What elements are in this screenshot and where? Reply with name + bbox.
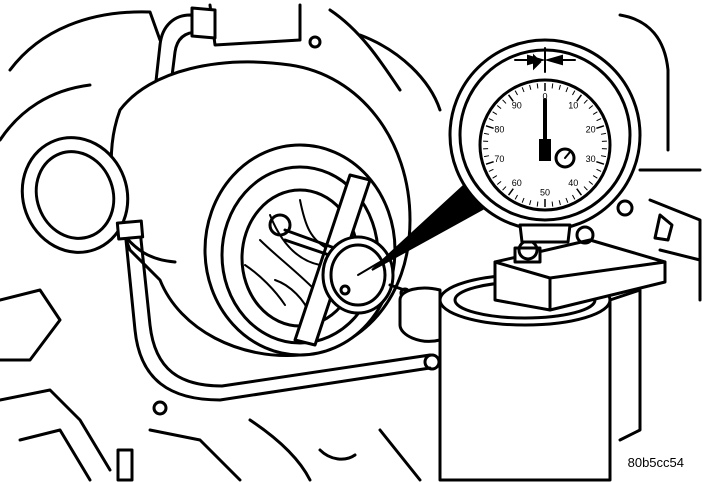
gauge-tick	[596, 160, 605, 165]
gauge-tick	[576, 188, 583, 196]
gauge-tick	[583, 99, 588, 104]
gauge-tick	[565, 87, 569, 93]
gauge-tick	[507, 94, 514, 102]
gauge-tick	[592, 175, 598, 179]
gauge-tick	[507, 188, 514, 196]
oil-filter	[398, 199, 667, 482]
gauge-tick	[496, 180, 502, 185]
gauge-tick	[492, 175, 498, 179]
figure-code: 80b5cc54	[627, 455, 684, 470]
gauge-number: 70	[494, 154, 504, 164]
gauge-tick	[588, 180, 594, 185]
gauge-tick	[536, 201, 539, 207]
gauge-tick	[485, 125, 494, 130]
gauge-tick	[551, 201, 554, 207]
gauge-tick	[596, 125, 605, 130]
gauge-tick	[583, 186, 588, 191]
gauge-tick	[596, 168, 602, 172]
gauge-tick	[596, 118, 602, 122]
gauge-tick	[496, 105, 502, 110]
dial-indicator	[321, 235, 412, 315]
gauge-tick	[484, 132, 490, 135]
gauge-number: 10	[568, 101, 578, 111]
gauge-number: 90	[512, 101, 522, 111]
gauge-number: 50	[540, 187, 550, 197]
gauge-tick	[502, 186, 507, 191]
gauge-tick	[600, 132, 606, 135]
gauge-number: 40	[568, 178, 578, 188]
gauge-tick	[565, 197, 569, 203]
gauge-tick	[536, 83, 539, 89]
gauge-tick	[529, 200, 532, 206]
gauge-tick	[492, 111, 498, 115]
gauge-tick	[529, 84, 532, 90]
gauge-tick	[572, 194, 576, 200]
gauge-tick	[576, 94, 583, 102]
gauge-number: 0	[542, 91, 547, 101]
gauge-number: 60	[512, 178, 522, 188]
gauge-ticks	[483, 83, 607, 207]
gauge-tick	[514, 90, 518, 96]
magnified-gauge: 0 10 20 30 40 50 60 70 80 90	[448, 38, 642, 244]
oil-feed-line	[153, 6, 217, 94]
gauge-tick	[600, 155, 606, 158]
gauge-tick	[502, 99, 507, 104]
gauge-tick	[485, 160, 494, 165]
gauge-tick	[588, 105, 594, 110]
gauge-tick	[558, 200, 561, 206]
gauge-tick	[558, 84, 561, 90]
engine-block-background	[0, 3, 702, 482]
drain-tube	[115, 219, 441, 416]
gauge-tick	[488, 118, 494, 122]
gauge-tick	[551, 83, 554, 89]
gauge-tick	[488, 168, 494, 172]
gauge-tick	[484, 155, 490, 158]
gauge-tick	[572, 90, 576, 96]
gauge-numbers: 0 10 20 30 40 50 60 70 80 90	[494, 91, 595, 197]
gauge-number: 80	[494, 125, 504, 135]
gauge-tick	[592, 111, 598, 115]
gauge-tick	[514, 194, 518, 200]
gauge-tick	[521, 197, 525, 203]
gauge-number: 20	[586, 125, 596, 135]
gauge-number: 30	[586, 154, 596, 164]
gauge-tick	[521, 87, 525, 93]
